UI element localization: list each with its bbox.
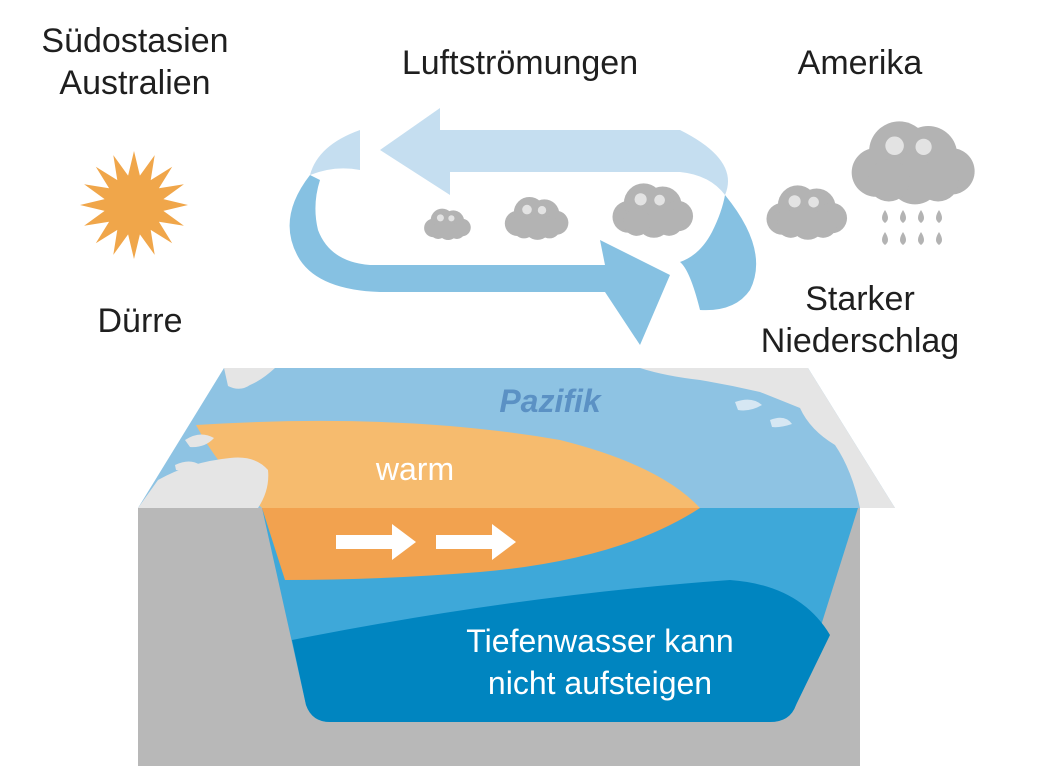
land-islands — [175, 434, 214, 471]
cloud-icon — [504, 197, 569, 240]
air-current-right-bend — [680, 195, 757, 311]
clouds — [424, 121, 975, 245]
land-asia — [224, 368, 275, 389]
raindrop-icon — [936, 210, 942, 223]
arrow-right-icon — [436, 524, 516, 560]
raindrop-icon — [918, 232, 924, 245]
land-america — [640, 368, 895, 508]
cloud-icon — [612, 183, 694, 238]
arrow-right-icon — [336, 524, 416, 560]
air-current-left-bend — [310, 130, 360, 175]
label-heavy-rain-line2: Niederschlag — [760, 322, 960, 360]
raindrop-icon — [882, 210, 888, 223]
label-region-west-line1: Südostasien — [41, 22, 229, 60]
raindrop-icon — [882, 232, 888, 245]
sun-icon — [80, 151, 188, 259]
deep-water — [292, 580, 830, 722]
label-ocean: Pazifik — [499, 383, 601, 419]
label-region-east: Amerika — [797, 44, 923, 82]
sun-rays — [80, 151, 188, 259]
label-region-west: Südostasien Australien — [20, 20, 250, 104]
label-warm-water: warm — [375, 451, 455, 487]
raindrop-icon — [936, 232, 942, 245]
label-heavy-rain: Starker Niederschlag — [735, 278, 985, 362]
label-region-west-line2: Australien — [59, 64, 211, 102]
air-current-lower — [289, 175, 670, 345]
label-drought: Dürre — [97, 302, 183, 340]
label-deep-water: Tiefenwasser kann nicht aufsteigen — [420, 620, 780, 704]
cloud-icon — [424, 208, 471, 241]
label-deep-water-line1: Tiefenwasser kann — [466, 623, 734, 659]
raindrop-icon — [900, 210, 906, 223]
cloud-icon — [766, 185, 848, 240]
ocean-block — [138, 368, 895, 766]
raindrop-icon — [900, 232, 906, 245]
air-circulation — [289, 108, 757, 345]
rain-cloud-icon — [851, 121, 975, 245]
label-air-currents: Luftströmungen — [401, 44, 639, 82]
air-current-upper — [380, 108, 728, 195]
label-deep-water-line2: nicht aufsteigen — [487, 665, 713, 701]
land-australia — [138, 457, 269, 508]
label-heavy-rain-line1: Starker — [805, 280, 915, 318]
raindrop-icon — [918, 210, 924, 223]
warm-water-surface — [196, 420, 700, 508]
land-caribbean — [735, 399, 792, 428]
